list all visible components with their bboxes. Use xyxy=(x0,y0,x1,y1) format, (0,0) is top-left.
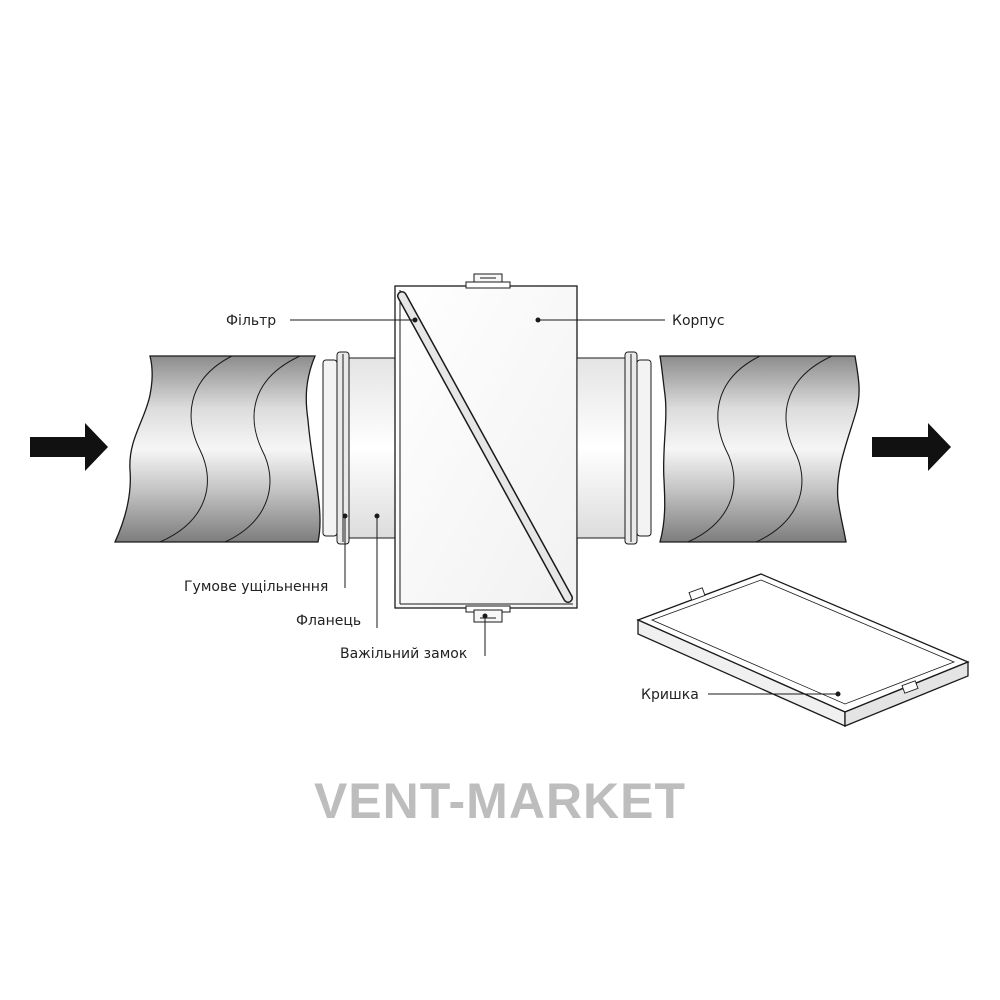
bottom-lever-lock xyxy=(465,605,511,623)
cover xyxy=(636,573,970,728)
arrow-right-icon xyxy=(872,423,951,471)
arrow-right-icon xyxy=(30,423,108,471)
left-duct xyxy=(113,355,321,543)
label-housing: Корпус xyxy=(672,313,725,329)
leader-lines xyxy=(290,317,841,697)
top-lever-lock xyxy=(465,273,511,289)
watermark: VENT-MARKET xyxy=(314,773,686,829)
housing xyxy=(394,285,578,609)
label-rubber-seal: Гумове ущільнення xyxy=(184,579,328,595)
label-lever-lock: Важільний замок xyxy=(340,646,467,662)
label-cover: Кришка xyxy=(641,687,699,703)
label-filter: Фільтр xyxy=(226,313,276,329)
right-duct xyxy=(659,355,860,543)
left-flange xyxy=(322,351,397,545)
right-flange xyxy=(576,351,652,545)
label-flange: Фланець xyxy=(296,613,361,629)
